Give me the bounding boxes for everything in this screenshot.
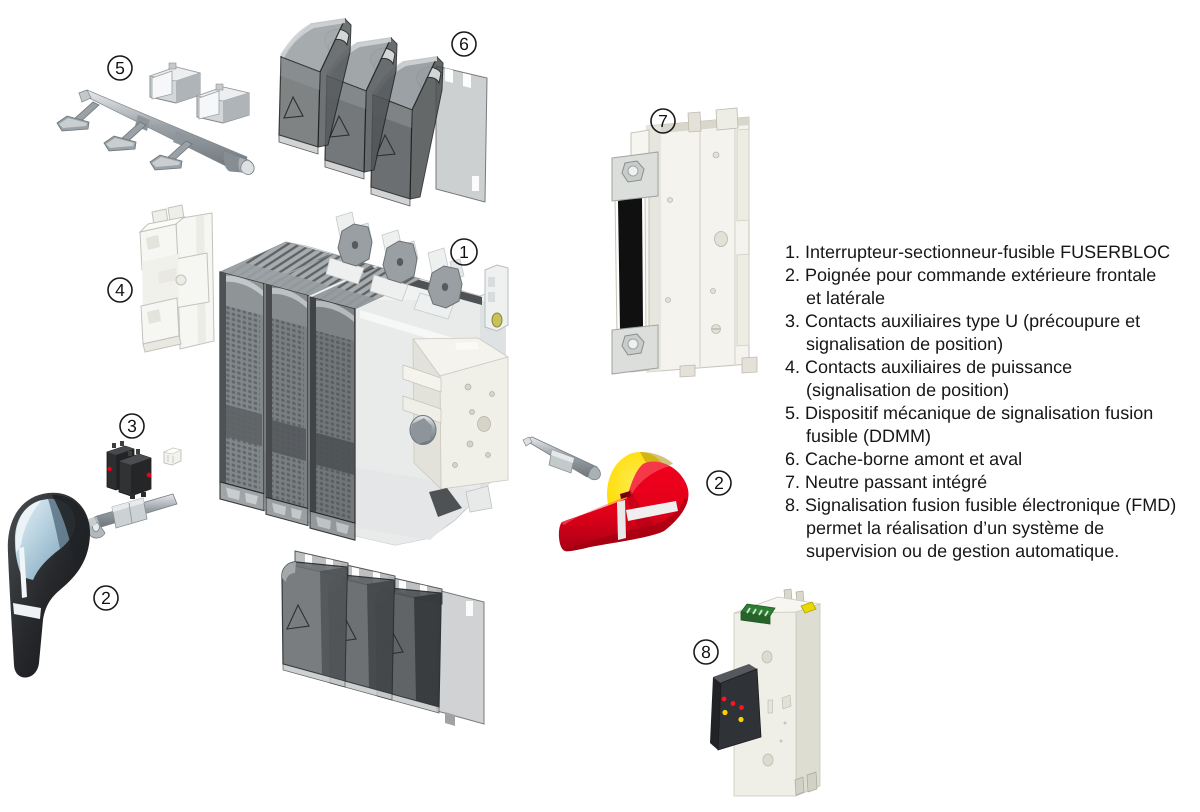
svg-text:4: 4 xyxy=(115,280,125,300)
svg-text:3: 3 xyxy=(127,416,137,436)
svg-text:5: 5 xyxy=(115,58,125,78)
svg-text:7: 7 xyxy=(658,111,668,131)
svg-text:6: 6 xyxy=(459,34,469,54)
svg-text:2: 2 xyxy=(101,588,111,608)
svg-text:8: 8 xyxy=(701,642,711,662)
svg-text:1: 1 xyxy=(459,242,469,262)
svg-text:2: 2 xyxy=(714,473,724,493)
